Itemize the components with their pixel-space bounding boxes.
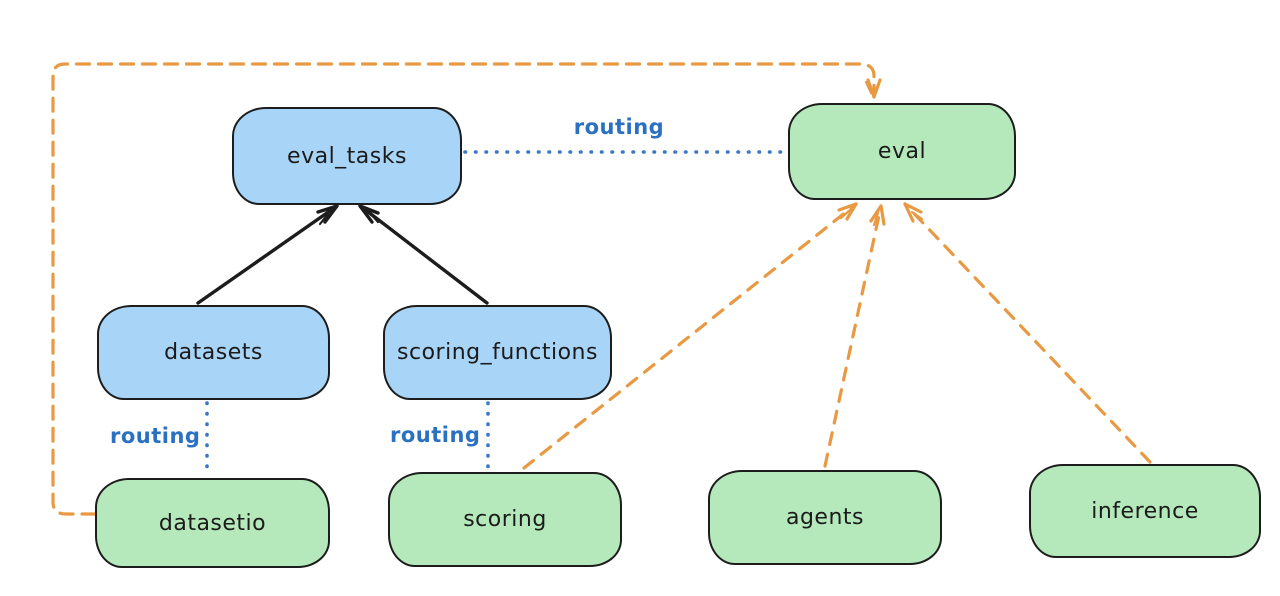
- node-datasets-label: datasets: [164, 340, 263, 365]
- edge-label-routing-scoringfunctions-scoring: routing: [390, 423, 481, 447]
- node-eval-tasks: eval_tasks: [232, 107, 462, 205]
- edge-inference-to-eval: [903, 202, 1152, 464]
- edge-datasets-to-evaltasks: [196, 204, 339, 305]
- node-datasetio-label: datasetio: [158, 510, 267, 536]
- node-inference-label: inference: [1091, 498, 1199, 524]
- node-inference: inference: [1029, 464, 1261, 558]
- node-scoring-functions: scoring_functions: [383, 305, 612, 400]
- node-eval-label: eval: [877, 139, 927, 164]
- edge-datasetio-to-eval: [51, 62, 882, 516]
- node-datasetio: datasetio: [95, 478, 330, 568]
- edge-agents-to-eval: [823, 204, 886, 468]
- edge-label-routing-datasets-datasetio: routing: [110, 424, 201, 448]
- node-scoring-functions-label: scoring_functions: [397, 340, 598, 365]
- node-eval-tasks-label: eval_tasks: [287, 143, 407, 169]
- edge-label-routing-evaltasks-eval: routing: [573, 115, 665, 139]
- edge-scoring-to-eval: [522, 202, 858, 470]
- node-scoring: scoring: [388, 472, 622, 567]
- node-eval: eval: [788, 103, 1016, 200]
- node-datasets: datasets: [97, 305, 330, 400]
- node-agents: agents: [708, 470, 942, 565]
- node-agents-label: agents: [785, 505, 864, 530]
- node-scoring-label: scoring: [463, 507, 547, 532]
- edge-scoringfunctions-to-evaltasks: [358, 204, 489, 305]
